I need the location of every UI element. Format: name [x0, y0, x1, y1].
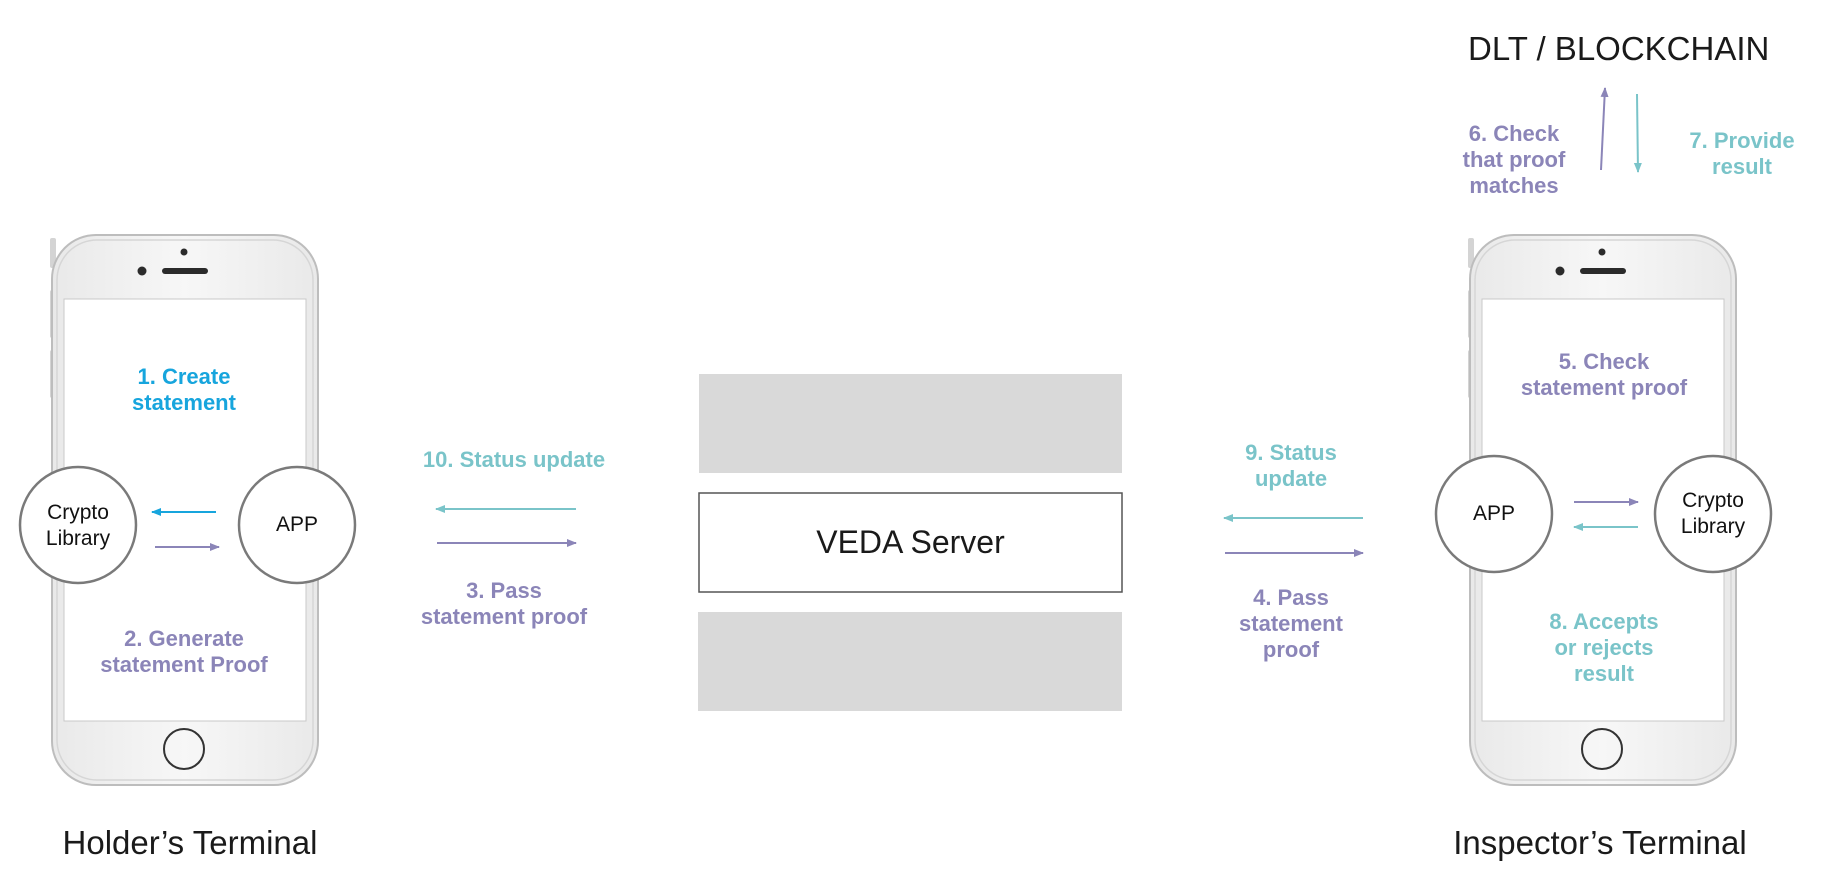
server-label: VEDA Server	[816, 524, 1005, 560]
inspector-app-circle	[1434, 454, 1554, 574]
inspector-crypto-library-label: Crypto Library	[1680, 489, 1746, 538]
step9-status-update: 9. Status update	[1245, 440, 1337, 491]
holder-crypto-library-label: Crypto Library	[45, 501, 111, 550]
inspector-crypto-library-circle	[1653, 454, 1773, 574]
step2-generate-proof: 2. Generate statement Proof	[100, 626, 268, 677]
holder-terminal-title: Holder’s Terminal	[62, 824, 318, 861]
server-box	[698, 492, 1123, 593]
step6-check-proof-matches: 6. Check that proof matches	[1462, 121, 1566, 198]
inspector-terminal-title: Inspector’s Terminal	[1453, 824, 1747, 861]
step8-accept-reject: 8. Accepts or rejects result	[1549, 609, 1659, 686]
step7-provide-result: 7. Provide result	[1689, 128, 1795, 179]
holder-crypto-library-circle	[18, 465, 138, 585]
step10-status-update: 10. Status update	[422, 447, 606, 472]
step3-pass-proof: 3. Pass statement proof	[420, 578, 588, 629]
arrow-result-from-blockchain	[1633, 93, 1642, 173]
holder-app-circle	[237, 465, 357, 585]
blockchain-title: DLT / BLOCKCHAIN	[1468, 30, 1770, 67]
server-top-block	[699, 374, 1122, 473]
step1-create-statement: 1. Create statement	[132, 364, 236, 415]
step4-pass-proof: 4. Pass statement proof	[1239, 585, 1343, 662]
arrow-check-to-blockchain	[1600, 87, 1609, 171]
step5-check-proof: 5. Check statement proof	[1520, 349, 1688, 400]
inspector-app-label: APP	[1472, 502, 1516, 525]
inspector-phone	[1468, 234, 1737, 786]
server-bottom-block	[698, 612, 1122, 711]
holder-app-label: APP	[275, 513, 319, 536]
